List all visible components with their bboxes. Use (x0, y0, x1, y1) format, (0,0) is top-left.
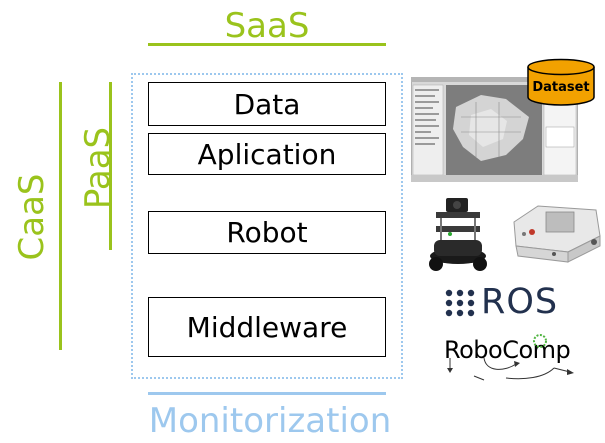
layer-robot: Robot (148, 211, 386, 254)
dataset-cylinder-icon (527, 58, 595, 106)
ros-dots-icon (445, 289, 475, 317)
saas-underline (148, 43, 386, 46)
robocomp-label: RoboComp (444, 336, 571, 364)
turtlebot-robot (429, 198, 487, 271)
monitorization-boundary (131, 73, 403, 379)
dataset-label: Dataset (532, 80, 590, 95)
caas-label: CaaS (12, 173, 52, 261)
robocomp-arrows-icon (447, 358, 574, 381)
robots-illustration (429, 198, 601, 271)
caas-bracket-line (59, 82, 62, 350)
saas-label: SaaS (224, 6, 310, 46)
layer-middleware: Middleware (148, 297, 386, 357)
monitorization-line (148, 392, 386, 395)
mapping-software-screenshot (411, 77, 578, 182)
monitorization-label: Monitorization (148, 401, 392, 441)
white-mobile-robot (513, 205, 601, 263)
paas-label: PaaS (78, 126, 118, 210)
paas-bracket-line (109, 82, 112, 250)
layer-data: Data (148, 82, 386, 126)
gear-icon (533, 334, 547, 348)
ros-label: ROS (481, 282, 559, 322)
layer-aplication: Aplication (148, 133, 386, 175)
